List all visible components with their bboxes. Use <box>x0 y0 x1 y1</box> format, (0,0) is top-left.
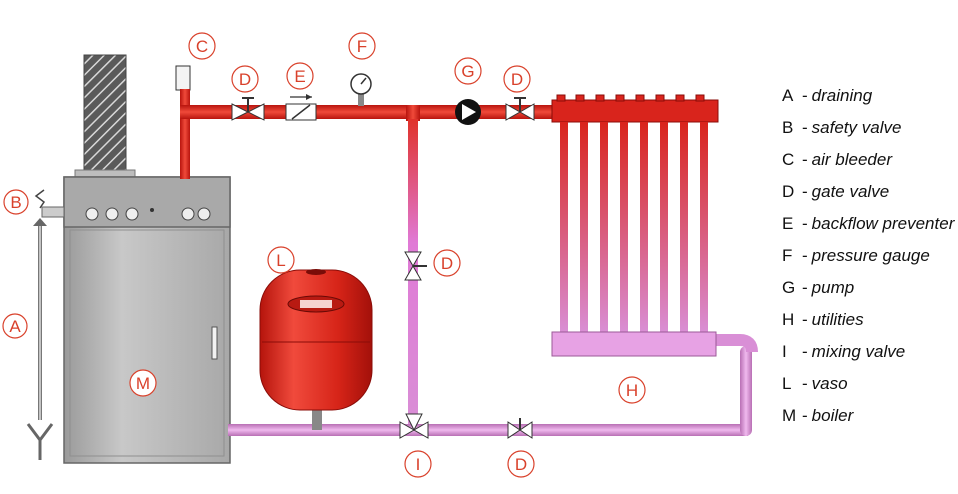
callout-F: F <box>348 32 376 60</box>
legend-row-i: I-mixing valve <box>782 336 958 368</box>
legend-letter: C <box>782 150 795 169</box>
return-riser <box>740 346 752 436</box>
legend-row-d: D-gate valve <box>782 176 958 208</box>
callout-D-bypass: D <box>433 249 461 277</box>
legend-row-f: F-pressure gauge <box>782 240 958 272</box>
svg-text:L: L <box>276 251 285 270</box>
callout-E: E <box>286 62 314 90</box>
radiator <box>551 94 719 357</box>
legend-letter: M <box>782 406 797 425</box>
legend-desc: mixing valve <box>811 342 906 361</box>
air-bleeder <box>175 65 191 91</box>
legend-desc: utilities <box>811 310 864 329</box>
svg-text:D: D <box>441 254 453 273</box>
pump <box>455 99 481 125</box>
legend-letter: H <box>782 310 795 329</box>
callout-D-return: D <box>507 450 535 478</box>
svg-text:E: E <box>294 67 305 86</box>
callout-I: I <box>404 450 432 478</box>
legend-row-h: H-utilities <box>782 304 958 336</box>
boiler <box>63 176 231 464</box>
legend-desc: boiler <box>811 406 854 425</box>
legend-row-c: C-air bleeder <box>782 144 958 176</box>
callout-B: B <box>3 189 29 215</box>
callout-C: C <box>188 32 216 60</box>
callout-H: H <box>618 376 646 404</box>
expansion-tank <box>259 269 373 411</box>
hot-riser <box>180 89 190 179</box>
legend-letter: G <box>782 278 796 297</box>
legend-row-l: L-vaso <box>782 368 958 400</box>
svg-text:D: D <box>515 455 527 474</box>
legend-desc: vaso <box>811 374 848 393</box>
legend-desc: gate valve <box>811 182 890 201</box>
gate-valve-hot <box>231 97 265 121</box>
legend-letter: B <box>782 118 794 137</box>
branch-tee <box>406 105 420 121</box>
legend-letter: F <box>782 246 793 265</box>
svg-text:H: H <box>626 381 638 400</box>
legend-row-e: E-backflow preventer <box>782 208 958 240</box>
svg-text:B: B <box>10 193 21 212</box>
legend-desc: draining <box>811 86 873 105</box>
mixing-valve <box>399 413 429 439</box>
callout-G: G <box>454 57 482 85</box>
legend-row-m: M-boiler <box>782 400 958 432</box>
callout-M: M <box>129 369 157 397</box>
legend-desc: safety valve <box>811 118 902 137</box>
svg-text:A: A <box>9 317 21 336</box>
legend-letter: I <box>782 342 787 361</box>
callout-A: A <box>2 313 28 339</box>
svg-text:D: D <box>511 70 523 89</box>
pressure-gauge <box>350 73 372 106</box>
legend-desc: air bleeder <box>811 150 892 169</box>
svg-text:I: I <box>416 455 421 474</box>
svg-text:C: C <box>196 37 208 56</box>
legend-letter: A <box>782 86 794 105</box>
chimney <box>83 54 127 174</box>
backflow-preventer <box>285 94 317 121</box>
legend-row-g: G-pump <box>782 272 958 304</box>
legend: A-draining B-safety valve C-air bleeder … <box>782 80 958 432</box>
callout-D-hot: D <box>231 65 259 93</box>
return-pipe <box>228 424 748 436</box>
legend-desc: pressure gauge <box>811 246 930 265</box>
svg-text:F: F <box>357 37 367 56</box>
legend-letter: L <box>782 374 792 393</box>
gate-valve-return <box>507 418 533 439</box>
legend-desc: backflow preventer <box>811 214 955 233</box>
legend-letter: E <box>782 214 794 233</box>
callout-D-radiator: D <box>503 65 531 93</box>
legend-row-b: B-safety valve <box>782 112 958 144</box>
gate-valve-radiator <box>505 97 535 121</box>
gate-valve-bypass <box>404 251 427 281</box>
svg-text:D: D <box>239 70 251 89</box>
svg-text:G: G <box>461 62 474 81</box>
svg-text:M: M <box>136 374 150 393</box>
legend-letter: D <box>782 182 795 201</box>
legend-row-a: A-draining <box>782 80 958 112</box>
legend-desc: pump <box>811 278 855 297</box>
tank-connection <box>312 410 322 430</box>
drain-line <box>26 189 65 460</box>
callout-L: L <box>267 246 295 274</box>
